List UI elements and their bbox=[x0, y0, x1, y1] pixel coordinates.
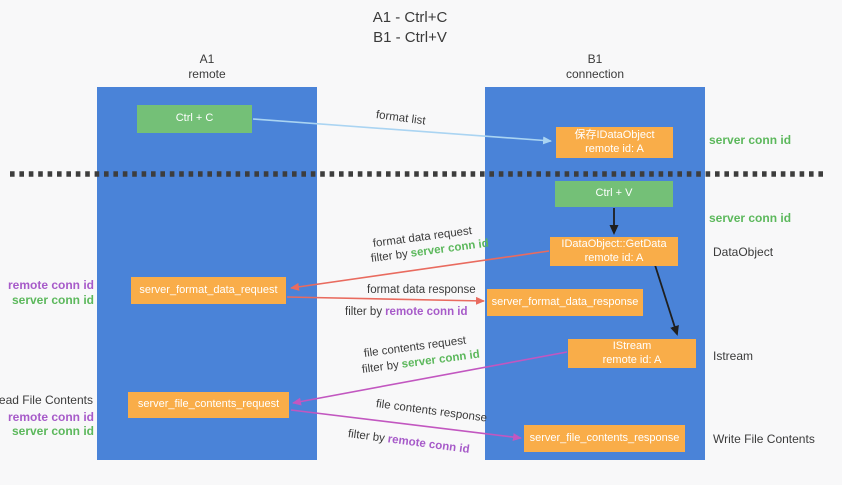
node-server-file-contents-response-label: server_file_contents_response bbox=[529, 431, 680, 444]
node-idataobject-getdata: IDataObject::GetData remote id: A bbox=[550, 237, 678, 266]
edge-label-format-data-response: format data response bbox=[367, 284, 476, 296]
filter-by-text: filter by bbox=[361, 359, 400, 376]
node-idataobject-getdata-line2: remote id: A bbox=[584, 251, 644, 264]
node-save-dataobject-line1: 保存IDataObject bbox=[574, 129, 655, 141]
column-b-name: B1 bbox=[587, 52, 603, 66]
node-server-file-contents-request-label: server_file_contents_request bbox=[137, 398, 280, 411]
node-server-file-contents-response: server_file_contents_response bbox=[524, 425, 685, 452]
right-label-istream: Istream bbox=[713, 349, 754, 363]
left-label-read-file-contents: Read File Contents bbox=[0, 393, 93, 407]
right-label-server-conn-id-2: server conn id bbox=[709, 211, 792, 225]
column-a-role: remote bbox=[188, 67, 226, 81]
right-label-server-conn-id-1: server conn id bbox=[709, 133, 792, 147]
right-label-dataobject: DataObject bbox=[713, 245, 774, 259]
left-label-remote-conn-id-1: remote conn id bbox=[7, 278, 94, 292]
node-istream-line1: IStream bbox=[612, 340, 652, 352]
title-line-1: A1 - Ctrl+C bbox=[372, 9, 448, 26]
filter-by-text: filter by bbox=[370, 248, 409, 265]
filter-by-text: filter by bbox=[345, 306, 383, 318]
column-a-name: A1 bbox=[199, 52, 215, 66]
left-label-remote-conn-id-2: remote conn id bbox=[7, 410, 94, 424]
node-ctrl-v-label: Ctrl + V bbox=[595, 187, 633, 200]
node-idataobject-getdata-line1: IDataObject::GetData bbox=[561, 238, 667, 250]
node-server-format-data-request: server_format_data_request bbox=[131, 277, 286, 304]
column-b-role: connection bbox=[565, 67, 625, 81]
filter-by-text: filter by bbox=[347, 428, 386, 445]
edge-label-file-contents-response: file contents response bbox=[375, 398, 488, 425]
node-ctrl-c: Ctrl + C bbox=[137, 105, 252, 133]
node-ctrl-v: Ctrl + V bbox=[555, 181, 673, 207]
node-server-file-contents-request: server_file_contents_request bbox=[128, 392, 289, 418]
edge-label-filter-by-remote-2: filter byremote conn id bbox=[347, 428, 470, 456]
remote-conn-id-text: remote conn id bbox=[386, 433, 471, 456]
column-b-header: B1 connection bbox=[485, 52, 705, 82]
diagram-title: A1 - Ctrl+C B1 - Ctrl+V bbox=[290, 8, 530, 48]
node-save-dataobject: 保存IDataObject remote id: A bbox=[556, 127, 673, 158]
left-label-server-conn-id-2: server conn id bbox=[11, 424, 94, 438]
node-server-format-data-response-label: server_format_data_response bbox=[491, 295, 639, 308]
node-ctrl-c-label: Ctrl + C bbox=[175, 112, 214, 125]
node-save-dataobject-line2: remote id: A bbox=[585, 142, 644, 155]
node-istream: IStream remote id: A bbox=[568, 339, 696, 368]
edge-label-format-list: format list bbox=[375, 109, 427, 128]
left-label-server-conn-id-1: server conn id bbox=[11, 293, 94, 307]
remote-conn-id-text: remote conn id bbox=[385, 306, 468, 318]
node-server-format-data-response: server_format_data_response bbox=[487, 289, 643, 316]
right-label-write-file-contents: Write File Contents bbox=[713, 432, 815, 446]
column-a-header: A1 remote bbox=[97, 52, 317, 82]
node-istream-line2: remote id: A bbox=[602, 353, 662, 366]
node-server-format-data-request-label: server_format_data_request bbox=[139, 283, 278, 296]
title-line-2: B1 - Ctrl+V bbox=[373, 29, 447, 46]
